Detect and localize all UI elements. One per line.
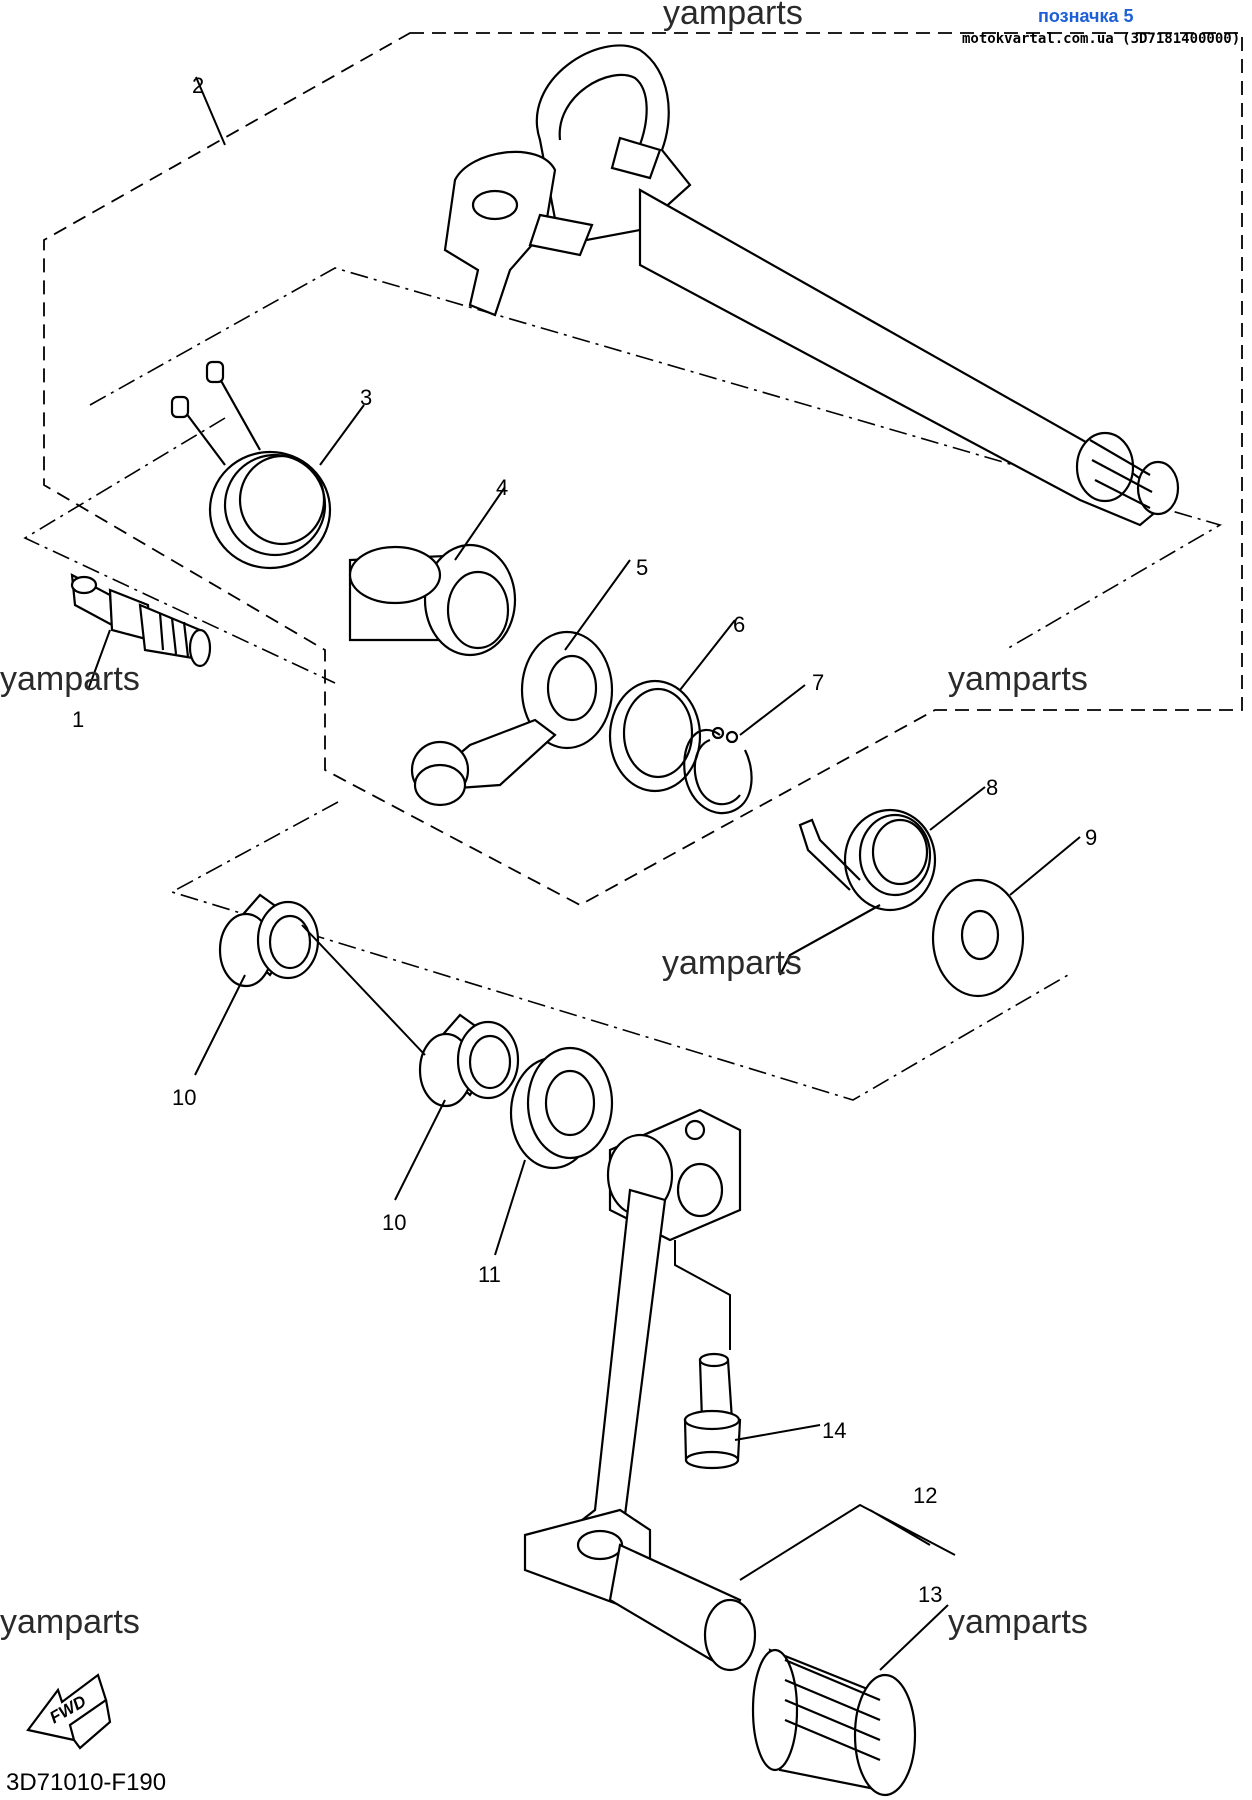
callout-10b: 10: [382, 1210, 406, 1235]
bolt-part-14: [683, 1352, 742, 1470]
circlip-part-7: [683, 726, 753, 815]
assembly-2-boundary: [43, 32, 1243, 907]
collar-part-4: [348, 543, 517, 657]
callout-13: 13: [918, 1582, 942, 1607]
middle-reference-frame: [23, 417, 336, 684]
watermark: yamparts: [0, 1603, 140, 1641]
watermark: yamparts: [663, 0, 803, 32]
washer-part-9: [931, 878, 1025, 998]
callout-3: 3: [360, 385, 372, 410]
site-reference: motokvartal.com.ua (3D7181400000): [962, 31, 1240, 47]
callout-14: 14: [822, 1418, 846, 1443]
callout-12: 12: [913, 1483, 937, 1508]
watermark: yamparts: [0, 660, 140, 698]
callout-1: 1: [72, 707, 84, 732]
callout-11: 11: [478, 1262, 501, 1287]
torsion-spring-part-3: [170, 360, 332, 570]
needle-bearing-part-10b: [418, 1013, 520, 1108]
watermark: yamparts: [662, 944, 802, 982]
washer-part-6: [608, 679, 702, 793]
shift-pedal-part-12: [523, 1108, 757, 1672]
tag-label: позначка 5: [1038, 6, 1134, 26]
oil-seal-part-11: [509, 1046, 614, 1170]
lower-reference-frame: [169, 801, 1069, 1101]
callout-6: 6: [733, 612, 745, 637]
needle-bearing-part-10a: [218, 893, 320, 988]
callout-2: 2: [192, 73, 204, 98]
callout-7: 7: [812, 670, 824, 695]
leader-lines: [87, 76, 1081, 1671]
bolt-part-1: [70, 573, 212, 668]
figure-code: 3D71010-F190: [6, 1769, 166, 1796]
return-spring-part-8: [779, 808, 937, 976]
callout-4: 4: [496, 475, 508, 500]
callout-10a: 10: [172, 1085, 196, 1110]
watermark: yamparts: [948, 1603, 1088, 1641]
shift-lever-part-5: [410, 630, 614, 807]
pedal-rubber-part-13: [751, 1648, 917, 1797]
callout-8: 8: [986, 775, 998, 800]
watermark: yamparts: [948, 660, 1088, 698]
shift-shaft-part: [443, 44, 1180, 527]
callout-9: 9: [1085, 825, 1097, 850]
callout-5: 5: [636, 555, 648, 580]
fwd-arrow-icon: FWD: [26, 1673, 112, 1750]
upper-reference-frame: [89, 267, 1223, 651]
